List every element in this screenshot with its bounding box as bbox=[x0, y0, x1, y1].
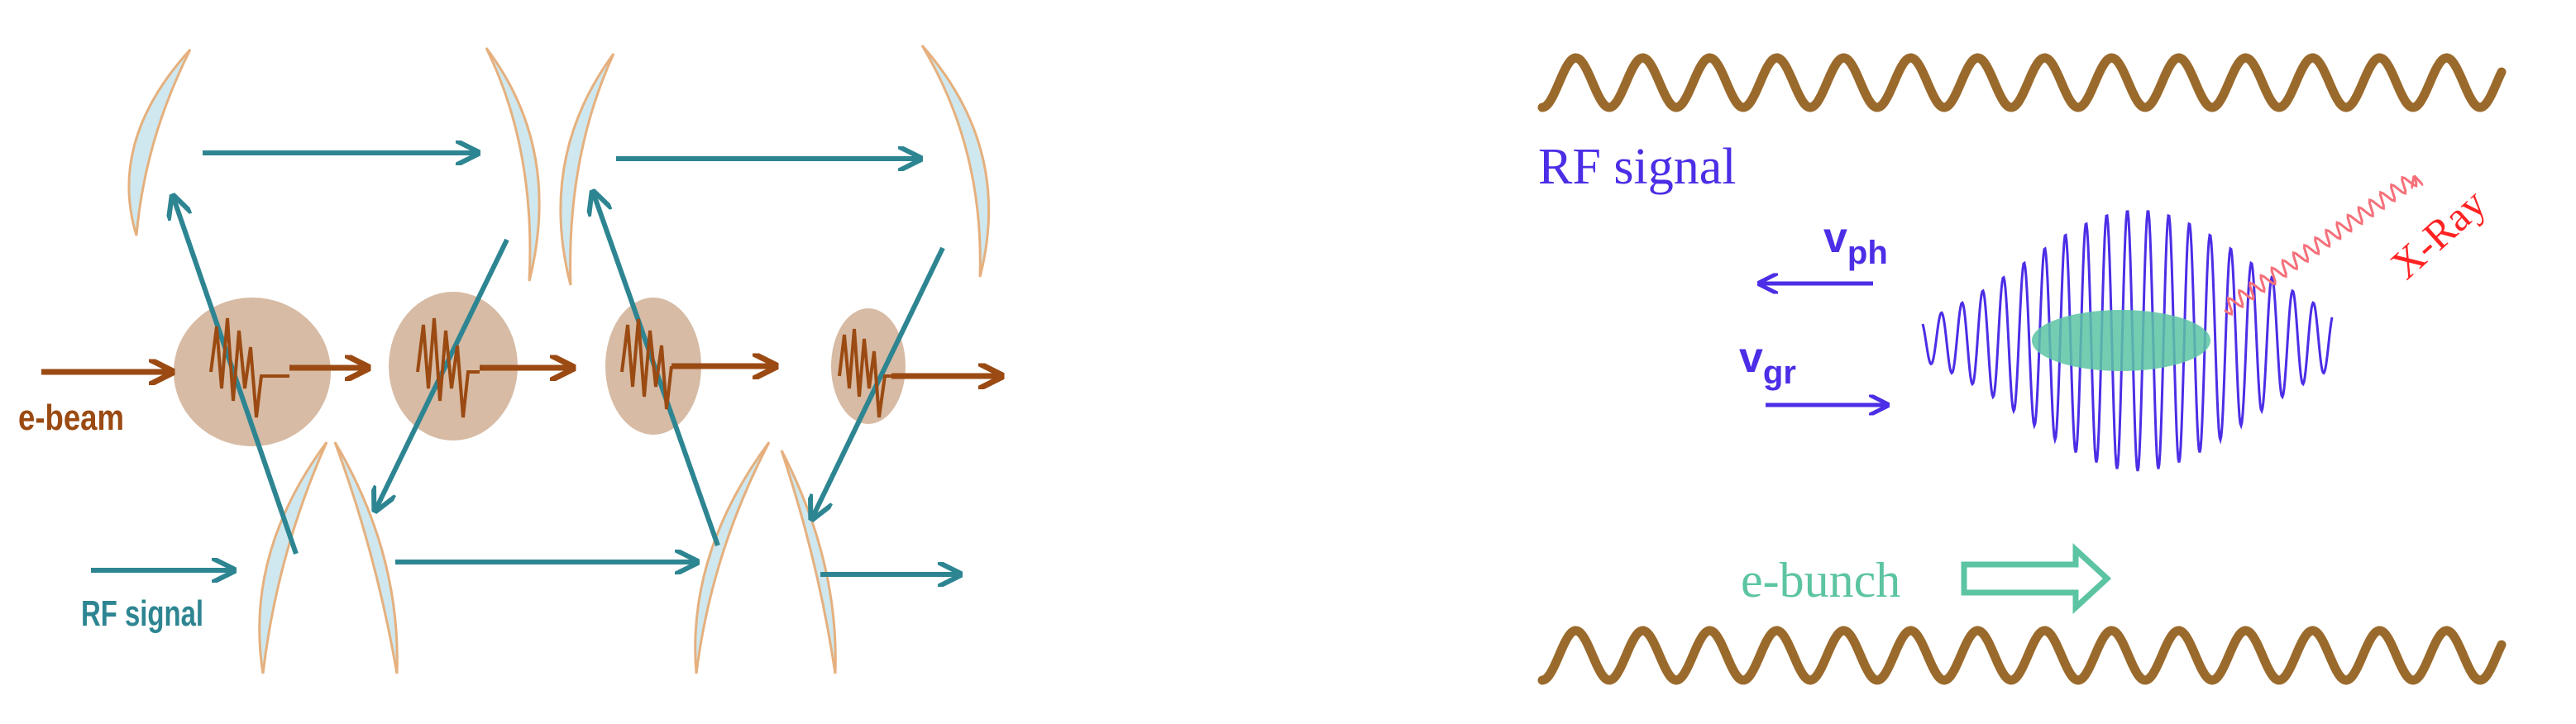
pulse-wave-4 bbox=[838, 328, 891, 418]
ebeam-arrows bbox=[41, 366, 999, 376]
pulse-waves bbox=[209, 317, 891, 418]
vgr-label: vgr bbox=[1739, 334, 1796, 391]
xray-wave bbox=[2224, 178, 2416, 317]
mirror-top-3 bbox=[920, 45, 991, 278]
pulse-wave-1 bbox=[209, 317, 289, 418]
mirror-bottom-1a bbox=[258, 441, 328, 674]
ebunch-ellipse bbox=[2032, 310, 2210, 371]
mirror-bottom-2a bbox=[694, 441, 771, 674]
ebunch-arrow bbox=[1961, 543, 2112, 614]
xray-label: X-Ray bbox=[2382, 179, 2495, 288]
right-panel: RF signal vph vgr X-Ray e-bunch bbox=[1537, 53, 2507, 685]
ebunch-label: e-bunch bbox=[1741, 553, 1900, 607]
rf-signal-label-left: RF signal bbox=[81, 593, 203, 634]
ebeam-label: e-beam bbox=[18, 398, 124, 438]
rf-wave-packet bbox=[1921, 210, 2334, 472]
vph-subscript: ph bbox=[1847, 235, 1888, 271]
mirror-bottom-1b bbox=[333, 441, 399, 674]
vph-label: vph bbox=[1823, 214, 1888, 271]
pulse-wave-2 bbox=[416, 317, 480, 418]
waveguide-bottom bbox=[1537, 626, 2507, 685]
mirror-top-2a bbox=[485, 47, 541, 282]
pulse-wave-3 bbox=[620, 318, 673, 410]
rf-arrow-diag-3 bbox=[594, 194, 720, 546]
mirror-top-1 bbox=[127, 48, 192, 236]
mirrors bbox=[127, 45, 991, 674]
rf-signal-label-right: RF signal bbox=[1538, 139, 1736, 195]
left-panel: e-beam RF signal bbox=[18, 45, 999, 674]
waveguide-top bbox=[1537, 53, 2507, 112]
vgr-subscript: gr bbox=[1763, 355, 1796, 391]
mirror-top-2b bbox=[559, 53, 615, 286]
